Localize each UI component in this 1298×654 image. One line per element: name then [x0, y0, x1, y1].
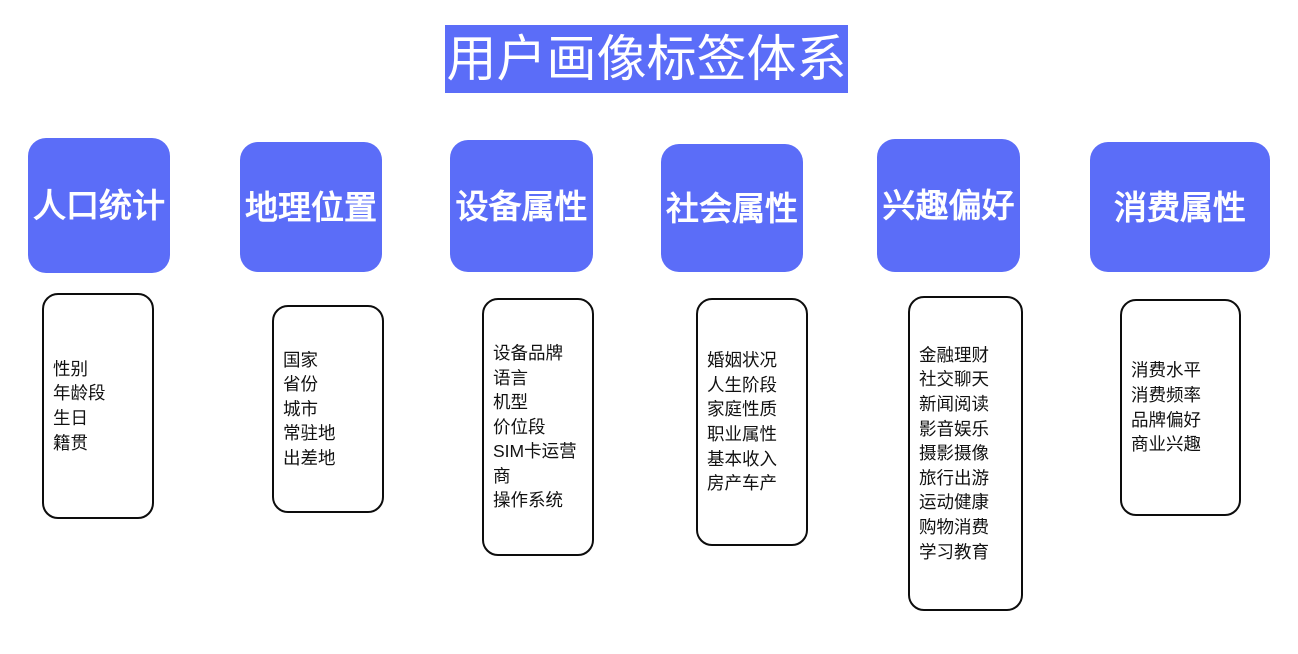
tag-item: 消费频率: [1131, 384, 1201, 405]
tag-box-3[interactable]: 婚姻状况 人生阶段 家庭性质 职业属性 基本收入 房产车产: [696, 298, 808, 546]
tag-box-2[interactable]: 设备品牌 语言 机型 价位段 SIM卡运营商 操作系统: [482, 298, 594, 556]
tag-list-1: 国家 省份 城市 常驻地 出差地: [274, 348, 382, 471]
category-card-3[interactable]: 社会属性: [661, 144, 803, 272]
tag-item: 城市: [283, 398, 318, 419]
tag-item: 运动健康: [919, 492, 989, 513]
category-label-2: 设备属性: [455, 187, 588, 225]
tag-item: 商业兴趣: [1131, 434, 1201, 455]
tag-item: 操作系统: [493, 490, 563, 511]
tag-item: SIM卡运营商: [493, 441, 577, 486]
tag-item: 设备品牌: [493, 342, 563, 363]
tag-list-3: 婚姻状况 人生阶段 家庭性质 职业属性 基本收入 房产车产: [698, 348, 806, 496]
tag-item: 语言: [493, 367, 528, 388]
tag-item: 旅行出游: [919, 467, 989, 488]
category-label-4: 兴趣偏好: [882, 187, 1015, 224]
tag-list-5: 消费水平 消费频率 品牌偏好 商业兴趣: [1122, 358, 1239, 456]
tag-list-4: 金融理财 社交聊天 新闻阅读 影音娱乐 摄影摄像 旅行出游 运动健康 购物消费 …: [910, 343, 1021, 564]
tag-item: 籍贯: [53, 432, 88, 453]
category-label-0: 人口统计: [33, 187, 165, 224]
tag-item: 国家: [283, 349, 318, 370]
tag-item: 金融理财: [919, 344, 989, 365]
category-card-1[interactable]: 地理位置: [240, 142, 382, 272]
category-label-3: 社会属性: [666, 189, 798, 227]
tag-list-2: 设备品牌 语言 机型 价位段 SIM卡运营商 操作系统: [484, 341, 592, 513]
tag-item: 机型: [493, 392, 528, 413]
tag-item: 婚姻状况: [707, 350, 777, 371]
tag-list-0: 性别 年龄段 生日 籍贯: [44, 357, 152, 455]
tag-item: 社交聊天: [919, 369, 989, 390]
tag-box-5[interactable]: 消费水平 消费频率 品牌偏好 商业兴趣: [1120, 299, 1241, 516]
tag-item: 年龄段: [53, 383, 106, 404]
category-label-5: 消费属性: [1114, 188, 1246, 226]
tag-item: 房产车产: [707, 473, 777, 494]
tag-item: 常驻地: [283, 423, 336, 444]
tag-box-1[interactable]: 国家 省份 城市 常驻地 出差地: [272, 305, 384, 513]
category-card-0[interactable]: 人口统计: [28, 138, 170, 273]
tag-item: 省份: [283, 374, 318, 395]
tag-box-4[interactable]: 金融理财 社交聊天 新闻阅读 影音娱乐 摄影摄像 旅行出游 运动健康 购物消费 …: [908, 296, 1023, 611]
category-card-2[interactable]: 设备属性: [450, 140, 593, 272]
category-card-4[interactable]: 兴趣偏好: [877, 139, 1020, 272]
tag-item: 学习教育: [919, 541, 989, 562]
tag-item: 新闻阅读: [919, 394, 989, 415]
tag-item: 生日: [53, 408, 88, 428]
tag-item: 家庭性质: [707, 399, 777, 420]
tag-item: 价位段: [493, 416, 546, 437]
diagram-title-banner: 用户画像标签体系: [445, 25, 848, 93]
diagram-title: 用户画像标签体系: [446, 31, 847, 87]
tag-item: 品牌偏好: [1131, 409, 1201, 430]
tag-item: 摄影摄像: [919, 443, 989, 464]
category-label-1: 地理位置: [245, 188, 377, 226]
category-card-5[interactable]: 消费属性: [1090, 142, 1270, 272]
tag-item: 基本收入: [707, 448, 777, 469]
tag-item: 职业属性: [707, 424, 777, 444]
tag-item: 人生阶段: [707, 374, 777, 395]
tag-item: 影音娱乐: [919, 418, 989, 439]
tag-item: 购物消费: [919, 516, 989, 537]
tag-item: 性别: [53, 358, 88, 379]
tag-item: 出差地: [283, 447, 336, 468]
tag-item: 消费水平: [1131, 360, 1201, 381]
tag-box-0[interactable]: 性别 年龄段 生日 籍贯: [42, 293, 154, 519]
